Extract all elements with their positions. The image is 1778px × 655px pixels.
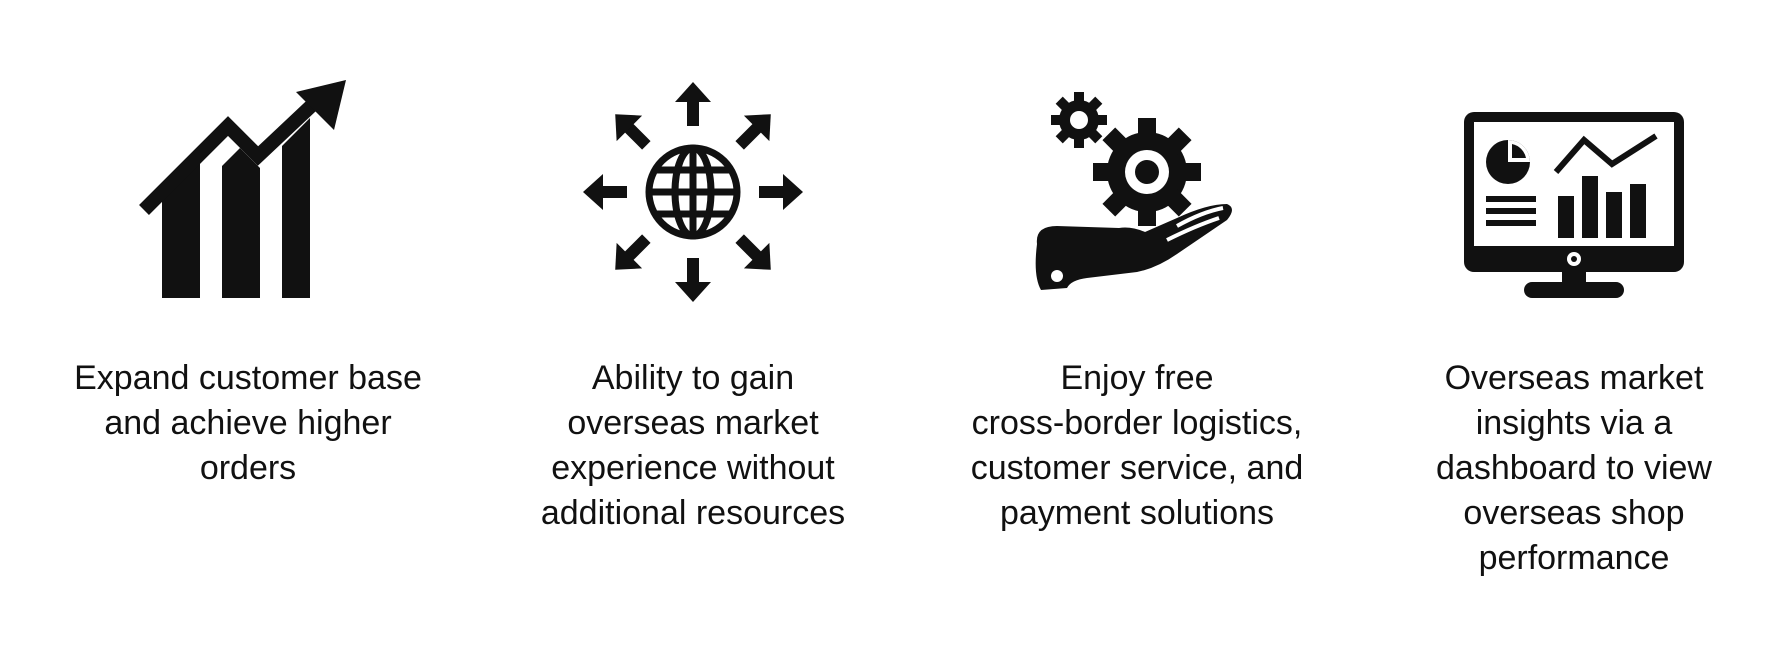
growth-chart-icon bbox=[138, 76, 358, 306]
gear-hand-icon bbox=[1027, 76, 1247, 306]
feature-cross-border-services: Enjoy free cross-border logistics, custo… bbox=[937, 0, 1337, 655]
feature-overseas-experience: Ability to gain overseas market experien… bbox=[493, 0, 893, 655]
dashboard-monitor-icon bbox=[1464, 76, 1684, 306]
feature-caption: Expand customer base and achieve higher … bbox=[74, 359, 422, 487]
feature-caption: Enjoy free cross-border logistics, custo… bbox=[970, 359, 1304, 532]
feature-expand-customer-base: Expand customer base and achieve higher … bbox=[48, 0, 448, 655]
feature-caption: Ability to gain overseas market experien… bbox=[540, 359, 846, 532]
globe-expansion-icon bbox=[583, 76, 803, 306]
feature-caption: Overseas market insights via a dashboard… bbox=[1436, 359, 1712, 577]
feature-dashboard-insights: Overseas market insights via a dashboard… bbox=[1374, 0, 1774, 655]
